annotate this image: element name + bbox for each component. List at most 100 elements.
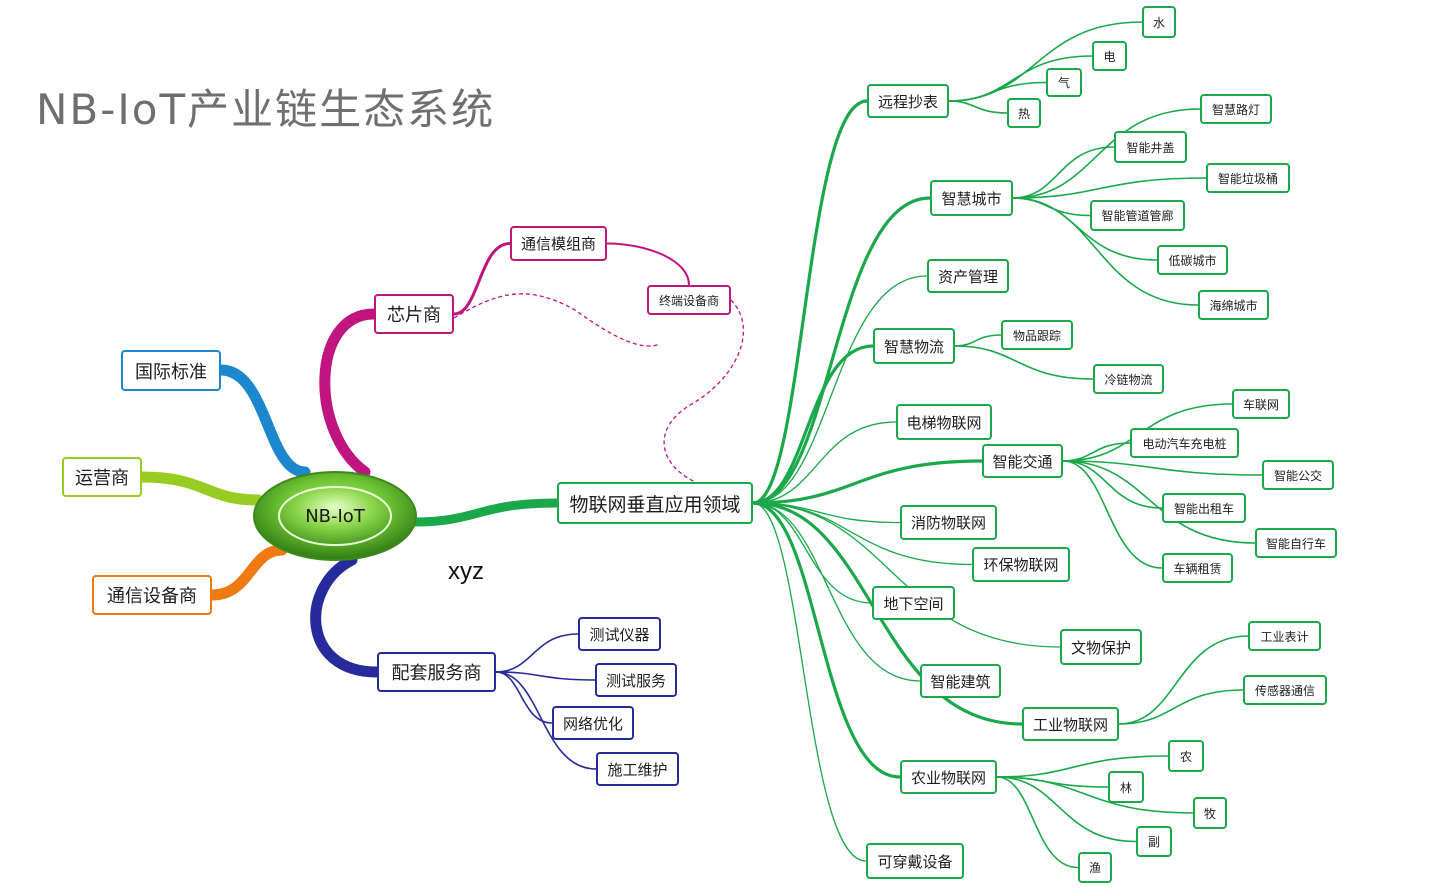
node-wearable[interactable]: 可穿戴设备 xyxy=(866,843,964,879)
connector-support-net_opt xyxy=(495,671,553,724)
node-underground[interactable]: 地下空间 xyxy=(872,586,955,620)
node-tracking[interactable]: 物品跟踪 xyxy=(1001,320,1073,350)
node-gas[interactable]: 气 xyxy=(1046,68,1082,97)
node-farm[interactable]: 农 xyxy=(1168,740,1204,772)
node-city[interactable]: 智慧城市 xyxy=(930,180,1013,216)
connector-center-chip xyxy=(319,308,380,478)
node-test_inst[interactable]: 测试仪器 xyxy=(578,617,661,651)
node-terminal[interactable]: 终端设备商 xyxy=(647,285,731,315)
node-elec[interactable]: 电 xyxy=(1092,41,1127,71)
node-elevator[interactable]: 电梯物联网 xyxy=(896,404,992,440)
node-equip[interactable]: 通信设备商 xyxy=(92,575,212,615)
connector-meter-gas xyxy=(948,81,1047,102)
link-label-xyz: xyz xyxy=(448,558,484,585)
center-node-nb-iot[interactable]: NB-IoT xyxy=(252,470,418,562)
connector-traffic-taxi xyxy=(1062,460,1163,509)
node-fish[interactable]: 渔 xyxy=(1078,852,1112,883)
node-intl[interactable]: 国际标准 xyxy=(121,350,221,391)
node-fire[interactable]: 消防物联网 xyxy=(900,505,997,540)
node-env[interactable]: 环保物联网 xyxy=(972,547,1070,582)
node-asset[interactable]: 资产管理 xyxy=(927,259,1009,293)
node-agri[interactable]: 农业物联网 xyxy=(900,760,997,794)
node-coldchain[interactable]: 冷链物流 xyxy=(1093,364,1164,394)
connector-iot-meter xyxy=(751,99,869,505)
connector-industry-sensorcomm xyxy=(1118,689,1244,725)
connector-chip-module xyxy=(452,242,512,316)
node-sponge[interactable]: 海绵城市 xyxy=(1198,290,1269,320)
node-logistics[interactable]: 智慧物流 xyxy=(873,328,955,364)
node-chip[interactable]: 芯片商 xyxy=(374,294,454,334)
connector-agri-side xyxy=(996,776,1137,843)
connector-iot-building xyxy=(752,502,921,682)
connector-iot-elevator xyxy=(752,421,897,504)
node-streetlight[interactable]: 智慧路灯 xyxy=(1200,94,1272,124)
node-manhole[interactable]: 智能井盖 xyxy=(1114,131,1187,163)
node-pipe[interactable]: 智能管道管廊 xyxy=(1090,200,1185,231)
connector-support-test_inst xyxy=(495,633,579,673)
node-support[interactable]: 配套服务商 xyxy=(377,652,496,692)
connector-iot-asset xyxy=(752,275,928,504)
connector-iot-city xyxy=(751,196,932,505)
connector-agri-herd xyxy=(996,776,1194,814)
connector-logistics-tracking xyxy=(954,334,1002,347)
connector-module-terminal xyxy=(606,242,690,286)
connector-meter-heat xyxy=(948,100,1008,114)
node-construct[interactable]: 施工维护 xyxy=(596,752,679,786)
connector-city-sponge xyxy=(1012,197,1199,306)
connector-traffic-bike xyxy=(1062,460,1256,544)
node-test_svc[interactable]: 测试服务 xyxy=(595,663,677,697)
connector-center-operator xyxy=(136,471,264,506)
dashed-connector-terminal-iot xyxy=(663,299,745,483)
node-evcharge[interactable]: 电动汽车充电桩 xyxy=(1130,428,1239,458)
node-traffic[interactable]: 智能交通 xyxy=(982,444,1063,478)
connector-support-construct xyxy=(495,671,597,770)
node-industry[interactable]: 工业物联网 xyxy=(1022,707,1119,741)
node-rental[interactable]: 车辆租赁 xyxy=(1162,553,1233,583)
connector-agri-fish xyxy=(996,776,1079,869)
node-v2x[interactable]: 车联网 xyxy=(1232,389,1290,419)
node-water[interactable]: 水 xyxy=(1142,6,1176,38)
node-heritage[interactable]: 文物保护 xyxy=(1060,629,1142,665)
center-node-label: NB-IoT xyxy=(305,505,365,527)
node-indmeter[interactable]: 工业表计 xyxy=(1248,621,1321,651)
page-title: NB-IoT产业链生态系统 xyxy=(36,85,496,134)
connector-center-iot xyxy=(409,498,562,527)
node-taxi[interactable]: 智能出租车 xyxy=(1162,493,1246,523)
connector-support-test_svc xyxy=(495,671,596,681)
node-building[interactable]: 智能建筑 xyxy=(920,664,1001,698)
node-lowcarbon[interactable]: 低碳城市 xyxy=(1157,245,1228,275)
connector-iot-agri xyxy=(751,501,902,779)
connector-iot-traffic xyxy=(751,459,984,505)
connector-logistics-coldchain xyxy=(954,345,1094,380)
node-net_opt[interactable]: 网络优化 xyxy=(552,706,634,740)
connector-center-equip xyxy=(206,544,288,601)
connector-industry-indmeter xyxy=(1118,635,1249,725)
connector-city-manhole xyxy=(1012,146,1115,199)
node-trash[interactable]: 智能垃圾桶 xyxy=(1206,163,1290,193)
connector-city-streetlight xyxy=(1012,108,1201,199)
node-heat[interactable]: 热 xyxy=(1007,98,1041,128)
node-operator[interactable]: 运营商 xyxy=(62,457,142,497)
connector-traffic-rental xyxy=(1062,460,1163,569)
connector-iot-wearable xyxy=(752,502,867,862)
center-ellipse-icon xyxy=(253,471,417,561)
connector-iot-underground xyxy=(752,502,873,604)
node-bus[interactable]: 智能公交 xyxy=(1262,460,1334,490)
connector-agri-farm xyxy=(996,755,1169,778)
node-module[interactable]: 通信模组商 xyxy=(510,226,607,261)
node-bike[interactable]: 智能自行车 xyxy=(1255,528,1337,558)
connector-iot-heritage xyxy=(752,502,1061,648)
node-sensorcomm[interactable]: 传感器通信 xyxy=(1243,675,1327,705)
node-meter[interactable]: 远程抄表 xyxy=(867,84,949,118)
connector-center-intl xyxy=(215,364,311,478)
dashed-connector-chip-terminal xyxy=(453,293,661,347)
connector-city-trash xyxy=(1012,177,1207,199)
node-herd[interactable]: 牧 xyxy=(1193,797,1227,829)
connector-center-support xyxy=(310,554,383,678)
node-side[interactable]: 副 xyxy=(1136,826,1172,857)
connector-iot-logistics xyxy=(751,344,875,505)
connector-traffic-bus xyxy=(1062,460,1263,476)
node-forest[interactable]: 林 xyxy=(1108,771,1144,803)
node-iot[interactable]: 物联网垂直应用领域 xyxy=(557,482,753,524)
